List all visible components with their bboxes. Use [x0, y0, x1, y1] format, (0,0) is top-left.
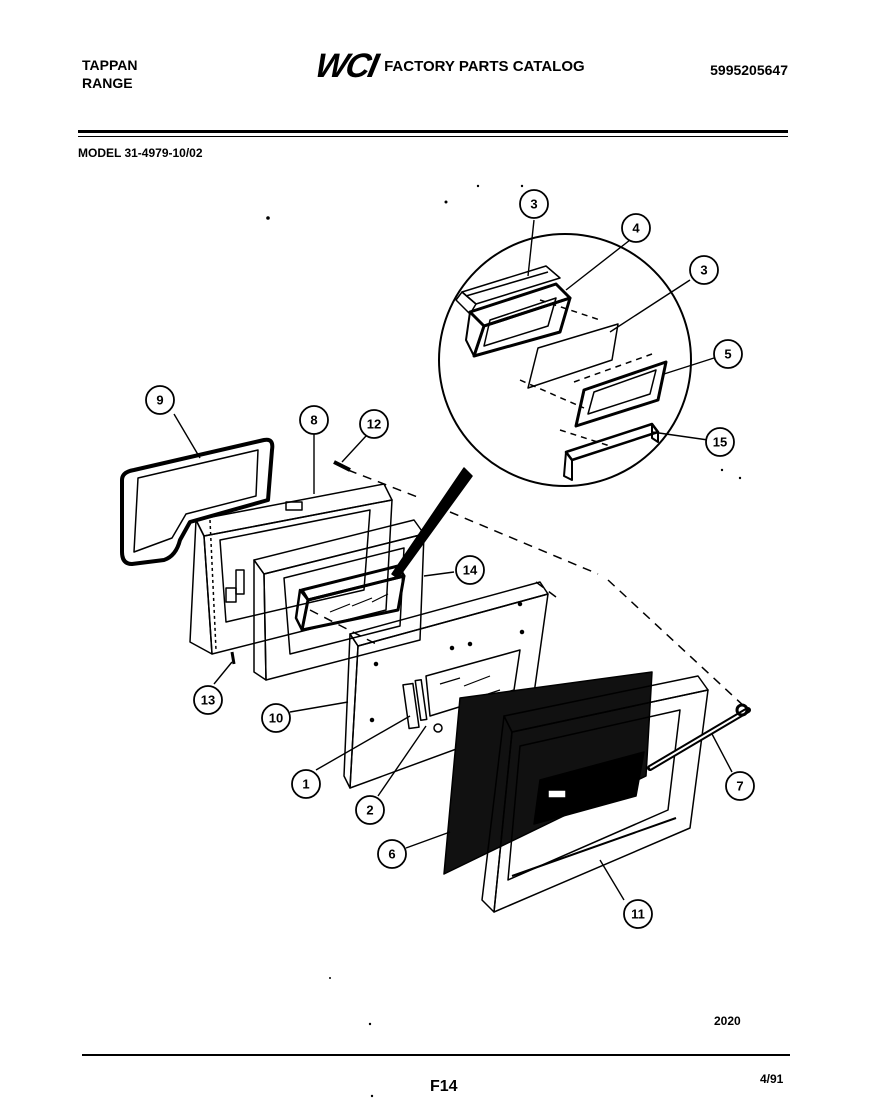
- detail-inset-circle: [438, 233, 692, 487]
- callout-3-lower: 3: [689, 255, 719, 285]
- leader-lines: [173, 219, 733, 901]
- callout-label: 15: [713, 435, 727, 450]
- brand-line-1: TAPPAN: [82, 57, 138, 73]
- callout-label: 8: [310, 413, 317, 428]
- callout-14: 14: [455, 555, 485, 585]
- callout-15: 15: [705, 427, 735, 457]
- callout-label: 3: [700, 263, 707, 278]
- callout-label: 14: [463, 563, 478, 578]
- screw-part-13: [230, 651, 236, 665]
- insulation-part-6: [443, 671, 653, 875]
- callout-13: 13: [193, 685, 223, 715]
- outer-door-part-11: [481, 675, 709, 913]
- callout-label: 13: [201, 693, 215, 708]
- explosion-line-frame: [309, 581, 561, 647]
- inset-frame-part-5: [573, 353, 668, 428]
- inner-door-part-8: [189, 483, 393, 655]
- explosion-line-main: [347, 469, 747, 709]
- callout-10: 10: [261, 703, 291, 733]
- callout-label: 1: [302, 777, 309, 792]
- callout-9: 9: [145, 385, 175, 415]
- inset-window-pack-part-4: [465, 282, 572, 358]
- callout-12: 12: [359, 409, 389, 439]
- callout-label: 9: [156, 393, 163, 408]
- callout-label: 3: [530, 197, 537, 212]
- brand-line-2: RANGE: [82, 75, 133, 91]
- callout-label: 4: [632, 221, 640, 236]
- callout-label: 5: [724, 347, 731, 362]
- scan-specks: [266, 184, 742, 1098]
- model-label: MODEL 31-4979-10/02: [78, 146, 203, 160]
- callout-label: 10: [269, 711, 283, 726]
- callout-label: 12: [367, 417, 381, 432]
- callout-label: 11: [631, 907, 645, 922]
- callout-5: 5: [713, 339, 743, 369]
- callout-8: 8: [299, 405, 329, 435]
- page-id: F14: [430, 1078, 458, 1095]
- brand-label: TAPPAN RANGE: [82, 56, 137, 92]
- callout-3-upper: 3: [519, 189, 549, 219]
- inset-glass-frame-part-3: [455, 265, 561, 315]
- window-frame-part-14: [253, 519, 425, 681]
- part-number: 5995205647: [710, 62, 788, 78]
- callout-1: 1: [291, 769, 321, 799]
- inset-glass-panel-part-3: [527, 323, 619, 389]
- footer-rule: [82, 1054, 790, 1056]
- callout-6: 6: [377, 839, 407, 869]
- window-pack: [294, 564, 406, 632]
- inset-bracket-part-15: [563, 422, 660, 481]
- callout-4: 4: [621, 213, 651, 243]
- callout-11: 11: [623, 899, 653, 929]
- callout-label: 7: [736, 779, 743, 794]
- header-rule-thin: [78, 136, 788, 137]
- header-rule-thick: [78, 130, 788, 133]
- callout-label: 2: [366, 803, 373, 818]
- door-gasket-part-9: [120, 437, 275, 566]
- callout-7: 7: [725, 771, 755, 801]
- catalog-title: FACTORY PARTS CATALOG: [384, 57, 585, 75]
- figure-code: 2020: [714, 1014, 741, 1028]
- callout-label: 6: [388, 847, 395, 862]
- callout-2: 2: [355, 795, 385, 825]
- screw-part-12: [333, 460, 351, 472]
- catalog-date: 4/91: [760, 1072, 784, 1086]
- catalog-header: WCI FACTORY PARTS CATALOG: [312, 47, 585, 85]
